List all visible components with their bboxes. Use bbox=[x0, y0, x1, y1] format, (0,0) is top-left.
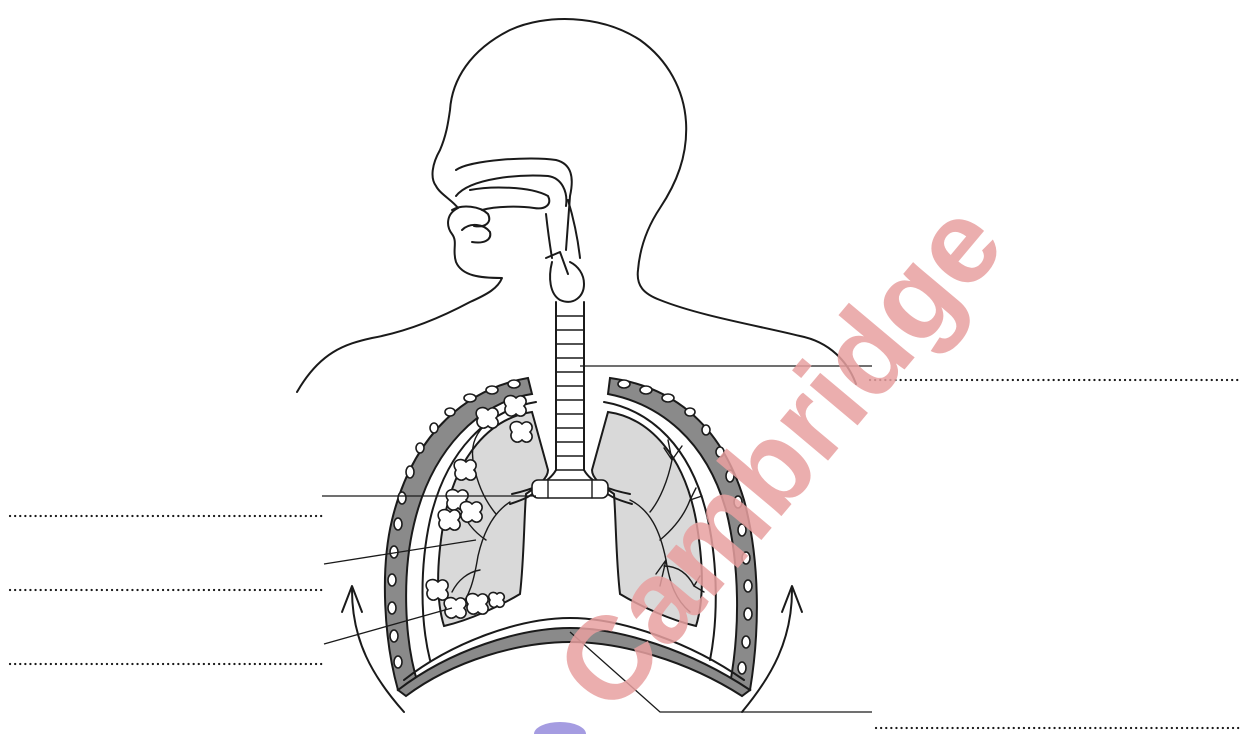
body-outline bbox=[297, 19, 856, 392]
nasal-and-oral-cavity bbox=[452, 158, 580, 258]
larynx bbox=[546, 252, 584, 302]
trachea bbox=[556, 302, 584, 470]
watermark-logo bbox=[534, 722, 586, 734]
